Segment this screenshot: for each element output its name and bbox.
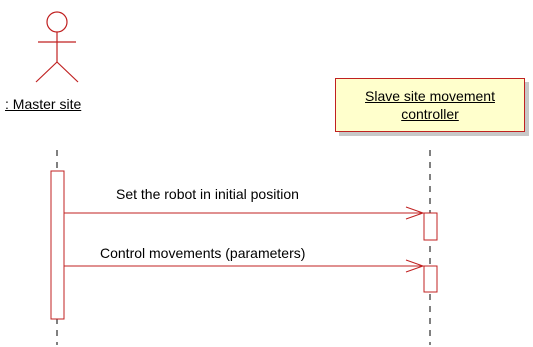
actor-right-leg — [56, 61, 79, 83]
actor-figure — [35, 11, 79, 83]
object-name-line-1: Slave site movement — [365, 88, 495, 104]
message-1-arrow — [64, 206, 425, 220]
object-name-line-2: controller — [401, 106, 459, 122]
master-activation — [50, 170, 65, 320]
slave-activation-1 — [423, 212, 438, 241]
actor-left-leg — [35, 61, 58, 83]
message-2-label: Control movements (parameters) — [100, 245, 306, 261]
actor-label: : Master site — [5, 96, 82, 112]
message-1-label: Set the robot in initial position — [116, 186, 299, 202]
message-2-arrow — [64, 259, 425, 273]
object-box-slave-controller: Slave site movement controller — [335, 78, 525, 132]
actor-head — [46, 11, 68, 33]
slave-activation-2 — [423, 265, 438, 293]
